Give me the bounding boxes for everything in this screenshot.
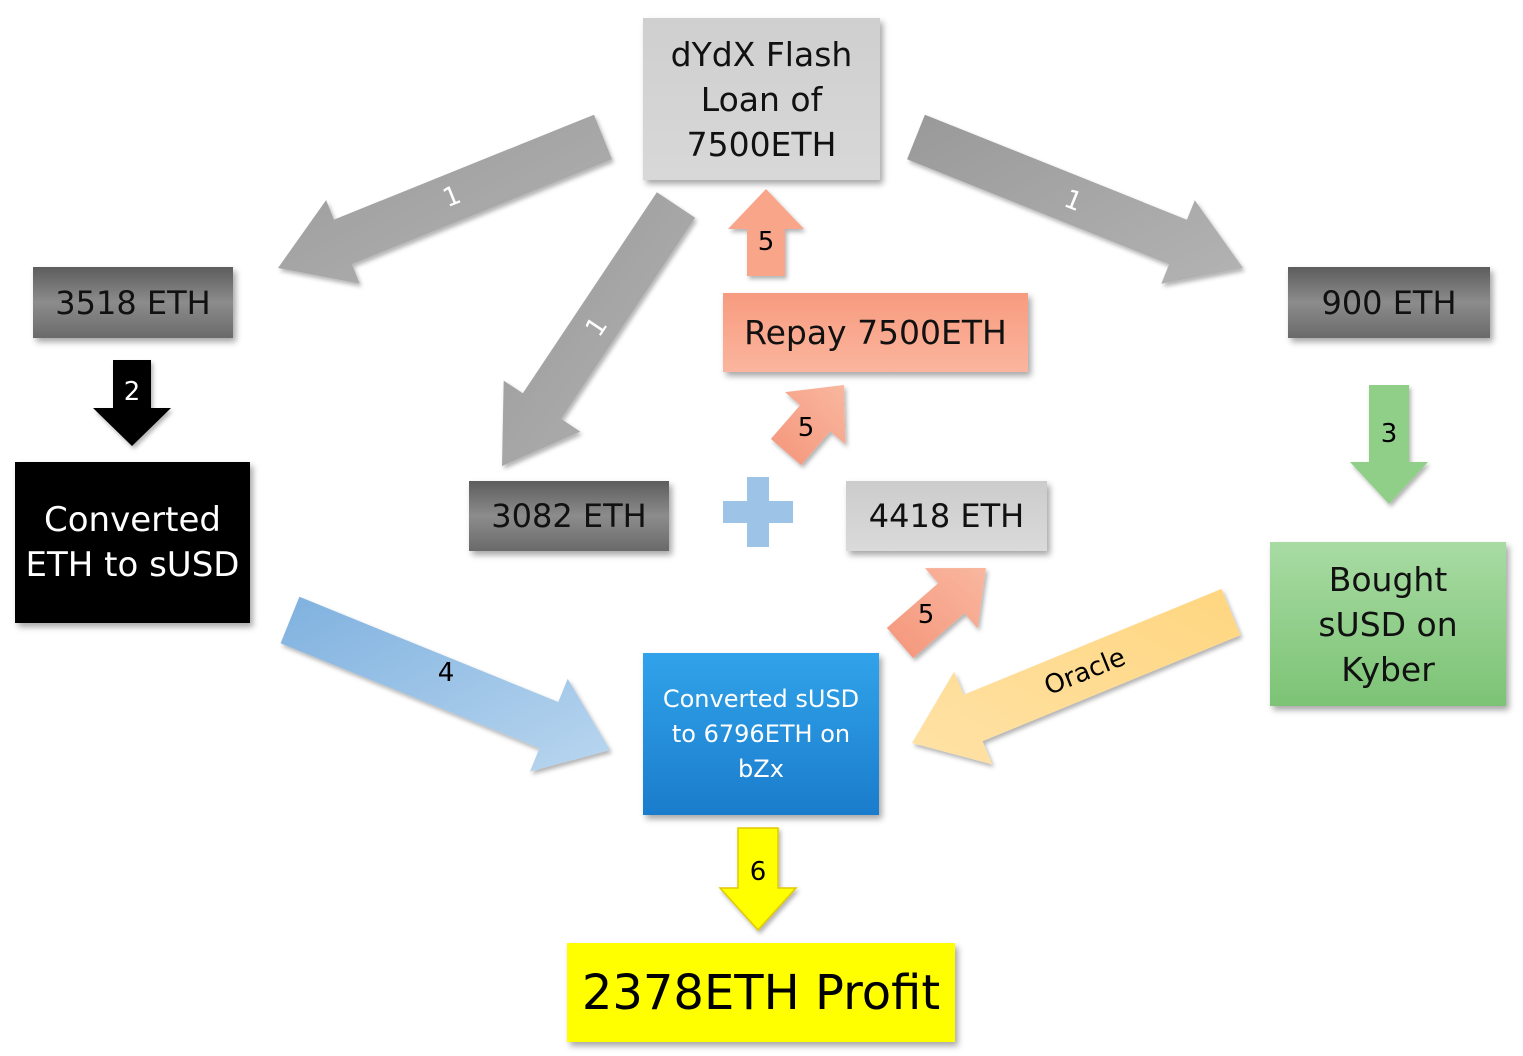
arrow-step1-right-shape	[907, 114, 1243, 284]
arrow-step1-left: 1	[278, 114, 612, 284]
arrow-step4-label: 4	[438, 658, 455, 688]
arrow-oracle-shape	[912, 588, 1241, 765]
arrow-step5-middle-label: 5	[798, 413, 815, 443]
arrow-step1-left-shape	[278, 114, 612, 284]
eth-3518-box: 3518 ETH	[33, 267, 233, 338]
profit-box: 2378ETH Profit	[567, 943, 955, 1042]
converted-eth-susd-box: Converted ETH to sUSD	[15, 462, 250, 623]
arrow-step5-top-label: 5	[758, 227, 775, 257]
arrow-step6-label: 6	[750, 857, 767, 887]
arrow-step1-middle-shape	[502, 192, 696, 466]
converted-susd-eth-box: Converted sUSD to 6796ETH on bZx	[643, 653, 879, 815]
eth-3082-box: 3082 ETH	[469, 481, 669, 551]
eth-3082-label: 3082 ETH	[491, 497, 647, 535]
arrow-step6: 6	[718, 827, 798, 932]
bought-susd-label: Bought sUSD on Kyber	[1318, 559, 1458, 689]
eth-3518-label: 3518 ETH	[55, 283, 211, 322]
arrow-step2: 2	[93, 360, 171, 446]
arrow-step3-shape	[1350, 385, 1428, 504]
arrow-step5-bottom-label: 5	[918, 600, 935, 630]
repay-label: Repay 7500ETH	[744, 313, 1007, 352]
arrow-step2-shape	[93, 360, 171, 446]
arrow-step4: 4	[280, 596, 610, 772]
eth-900-label: 900 ETH	[1321, 283, 1457, 322]
arrow-step1-middle: 1	[502, 192, 696, 466]
arrow-step5-top-shape	[728, 189, 804, 276]
arrow-step5-bottom-shape	[886, 568, 986, 659]
profit-label: 2378ETH Profit	[581, 964, 941, 1021]
arrow-step5-middle-shape	[770, 385, 846, 466]
arrow-step1-right: 1	[907, 114, 1243, 284]
bought-susd-box: Bought sUSD on Kyber	[1270, 542, 1506, 706]
arrow-step2-label: 2	[124, 377, 141, 407]
arrow-step4-shape	[280, 596, 610, 772]
arrow-step3-label: 3	[1381, 419, 1398, 449]
plus-shape	[723, 477, 793, 547]
arrow-step5-top: 5	[728, 189, 804, 276]
arrow-step5-middle: 5	[770, 385, 846, 466]
converted-susd-eth-label: Converted sUSD to 6796ETH on bZx	[662, 684, 860, 783]
flash-loan-label: dYdX Flash Loan of 7500ETH	[670, 34, 853, 164]
eth-900-box: 900 ETH	[1288, 267, 1490, 338]
arrow-step6-shape	[718, 827, 798, 932]
arrow-step5-bottom: 5	[886, 568, 986, 659]
flash-loan-box: dYdX Flash Loan of 7500ETH	[643, 18, 880, 180]
converted-eth-susd-label: Converted ETH to sUSD	[25, 499, 240, 585]
plus-icon	[723, 477, 793, 547]
arrow-step3: 3	[1350, 385, 1428, 504]
eth-4418-box: 4418 ETH	[846, 481, 1047, 551]
repay-box: Repay 7500ETH	[723, 293, 1028, 372]
eth-4418-label: 4418 ETH	[868, 497, 1025, 535]
